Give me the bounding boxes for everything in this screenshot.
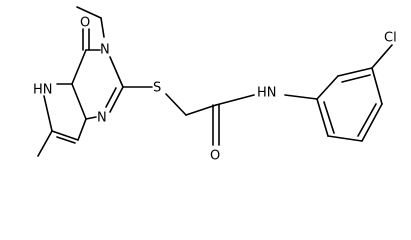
bond-n3-c2 xyxy=(109,56,124,88)
bond-ar-c2-c3 xyxy=(337,67,373,77)
atom-cl-label: Cl xyxy=(384,31,397,46)
bond-c6-c7-double xyxy=(56,136,76,144)
bond-ar-c4-c5-double xyxy=(357,103,377,137)
bond-c6-c7 xyxy=(51,130,79,141)
bond-s-ch2 xyxy=(165,93,187,116)
bond-c4a-c4 xyxy=(71,49,87,85)
atom-n3-label: N xyxy=(100,43,110,58)
bond-ar-c5-c6 xyxy=(327,135,363,142)
bond-c2-n1-double xyxy=(105,87,117,108)
atom-n1-label: N xyxy=(97,111,107,126)
bond-lines xyxy=(37,6,393,157)
bond-ar-c2-c3-double xyxy=(341,74,371,83)
bond-ar-c6-c1 xyxy=(316,98,329,137)
bond-carbonyl-nh xyxy=(215,94,255,106)
bond-ar-c3-c4 xyxy=(371,67,383,105)
atom-s-label: S xyxy=(153,81,161,96)
bond-n1-c7a xyxy=(85,116,97,120)
bond-c7-c7a xyxy=(77,118,87,141)
bond-ch2-carbonyl xyxy=(185,104,217,116)
bond-ethyl-ch3 xyxy=(76,6,102,19)
atom-o-amide-label: O xyxy=(210,149,220,164)
atom-n5-label: HN xyxy=(33,83,53,98)
bond-c7a-c4a xyxy=(71,83,87,120)
bond-ar-c6-c1-double xyxy=(323,101,335,134)
bond-nh-aryl xyxy=(284,94,318,100)
atom-nh-label: HN xyxy=(257,86,277,101)
molecule-structure-diagram: N O HN N S HN O Cl xyxy=(33,6,397,164)
bond-ethyl-ch2 xyxy=(100,17,105,38)
bond-n5-c6 xyxy=(43,95,53,132)
atom-o-ring-label: O xyxy=(80,16,90,31)
bond-c6-methyl xyxy=(37,130,53,157)
bond-ar-cl xyxy=(371,44,393,69)
bond-ar-c4-c5 xyxy=(361,103,383,142)
atom-labels: N O HN N S HN O Cl xyxy=(33,16,397,164)
bond-ar-c1-c2 xyxy=(316,75,339,100)
bond-c2-n1 xyxy=(109,86,124,113)
